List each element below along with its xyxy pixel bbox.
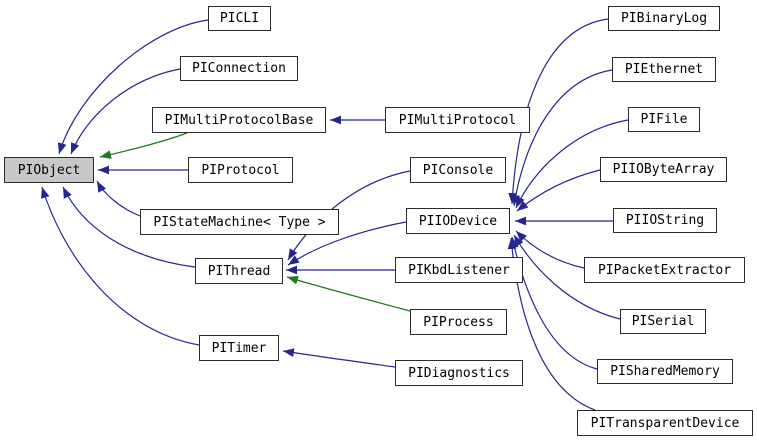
edge-pifile-piiodevice xyxy=(515,119,629,209)
node-piiostring[interactable]: PIIOString xyxy=(613,208,717,233)
edge-piiodevice-pithread xyxy=(287,221,407,266)
edge-pipacketextractor-piiodevice xyxy=(515,230,585,269)
edge-pitransparentdevice-piiodevice xyxy=(507,237,596,411)
node-piconsole[interactable]: PIConsole xyxy=(410,157,506,183)
edge-picli-piobject xyxy=(57,19,209,155)
node-pidiagnostics[interactable]: PIDiagnostics xyxy=(395,360,523,386)
node-pithread[interactable]: PIThread xyxy=(195,258,283,284)
node-pipacketextractor[interactable]: PIPacketExtractor xyxy=(584,257,745,283)
edge-pibinarylog-piiodevice xyxy=(508,18,609,205)
edge-piconnection-piobject xyxy=(70,68,181,155)
node-pibinarylog[interactable]: PIBinaryLog xyxy=(608,6,720,31)
node-pikbdlistener[interactable]: PIKbdListener xyxy=(395,257,523,283)
node-piconnection[interactable]: PIConnection xyxy=(180,56,298,81)
node-pimultiprotocolbase[interactable]: PIMultiProtocolBase xyxy=(152,107,326,133)
node-pimultiprotocol[interactable]: PIMultiProtocol xyxy=(385,107,530,133)
edge-piiobytearray-piiodevice xyxy=(516,169,601,212)
node-pistatemachine[interactable]: PIStateMachine< Type > xyxy=(140,209,339,235)
edge-pitimer-piobject xyxy=(41,186,200,346)
edge-piconsole-pithread xyxy=(287,170,411,261)
node-picli[interactable]: PICLI xyxy=(208,6,271,31)
node-piserial[interactable]: PISerial xyxy=(620,309,706,334)
node-piiobytearray[interactable]: PIIOByteArray xyxy=(600,157,727,182)
edge-pimultiprotocolbase-piobject xyxy=(99,132,188,159)
node-piethernet[interactable]: PIEthernet xyxy=(612,57,716,82)
edge-piprocess-pithread xyxy=(286,275,411,312)
edge-piethernet-piiodevice xyxy=(511,69,613,207)
node-piprocess[interactable]: PIProcess xyxy=(410,309,507,335)
node-piiodevice[interactable]: PIIODevice xyxy=(406,208,510,234)
node-pitimer[interactable]: PITimer xyxy=(199,335,279,361)
node-pifile[interactable]: PIFile xyxy=(628,107,700,132)
edge-pidiagnostics-pitimer xyxy=(282,348,396,368)
edge-piserial-piiodevice xyxy=(513,234,621,320)
node-piobject: PIObject xyxy=(4,157,94,183)
edge-pistatemachine-piobject xyxy=(96,180,141,217)
edge-pisharedmemory-piiodevice xyxy=(510,236,598,370)
node-pitransparentdevice[interactable]: PITransparentDevice xyxy=(577,410,753,436)
node-pisharedmemory[interactable]: PISharedMemory xyxy=(597,359,733,384)
node-piprotocol[interactable]: PIProtocol xyxy=(188,157,293,183)
edge-pithread-piobject xyxy=(62,186,196,268)
